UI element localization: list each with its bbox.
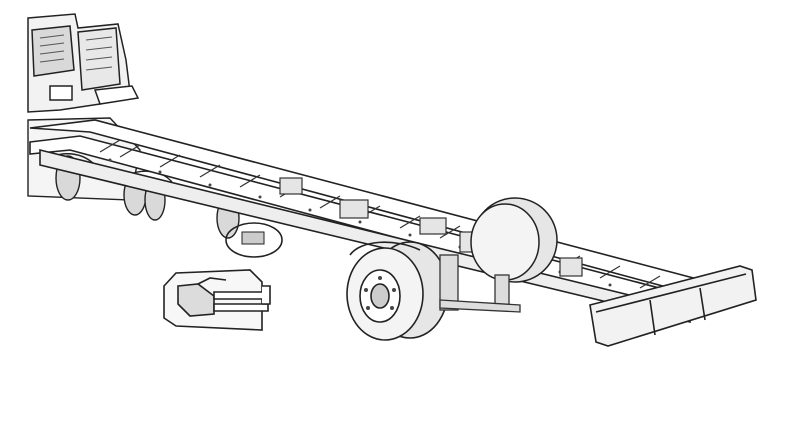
rear-wheel-far	[470, 197, 558, 283]
cab-structure	[27, 13, 140, 113]
rear-wheel-near	[346, 241, 449, 341]
inset-detail-part	[163, 269, 271, 331]
cross-members	[99, 139, 661, 289]
rear-bumper	[589, 265, 757, 347]
detail-callout-circle	[225, 222, 283, 258]
rear-suspension	[439, 254, 521, 313]
